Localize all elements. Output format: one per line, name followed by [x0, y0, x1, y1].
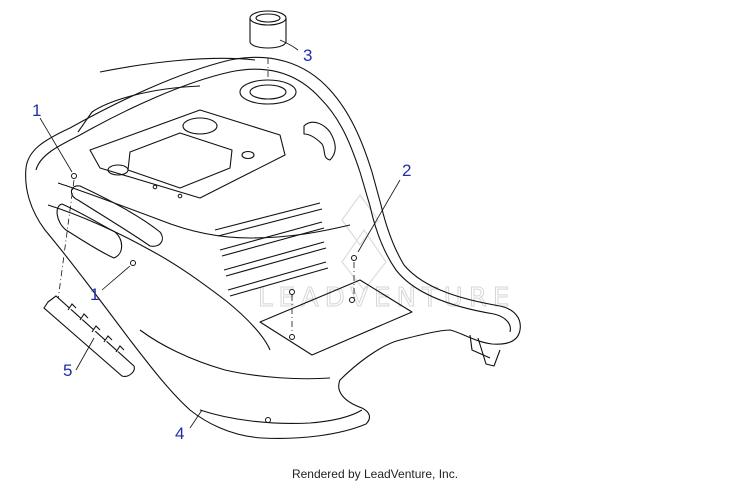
screw-2: [351, 255, 357, 261]
fuel-neck: [239, 79, 297, 105]
callout-1-top: 1: [32, 101, 41, 120]
callout-2: 2: [402, 161, 411, 180]
watermark-text: LEADVENTURE: [258, 283, 515, 313]
callout-3: 3: [303, 46, 312, 65]
fuel-cap: [249, 10, 287, 49]
footer-credit: Rendered by LeadVenture, Inc.: [291, 467, 459, 481]
screw-1-top: [71, 173, 77, 179]
control-panel: [89, 109, 286, 199]
watermark-logo-icon: [341, 193, 387, 291]
fender-body: [25, 56, 521, 439]
screw-1-bottom: [130, 260, 136, 266]
fasteners: [71, 173, 357, 423]
screw-plate-a: [289, 289, 295, 295]
callout-4: 4: [175, 424, 184, 443]
access-plate: [259, 279, 413, 356]
screw-plate-b: [349, 297, 355, 303]
assembly-lines: [57, 58, 355, 334]
lever-slot: [303, 121, 336, 161]
panel-cutout: [127, 132, 233, 189]
callout-5: 5: [63, 361, 72, 380]
comb-bracket: [43, 295, 135, 377]
leader-lines: [39, 39, 401, 429]
screw-plate-c: [289, 334, 295, 340]
screw-front: [265, 417, 271, 423]
callout-1-bottom: 1: [90, 285, 99, 304]
